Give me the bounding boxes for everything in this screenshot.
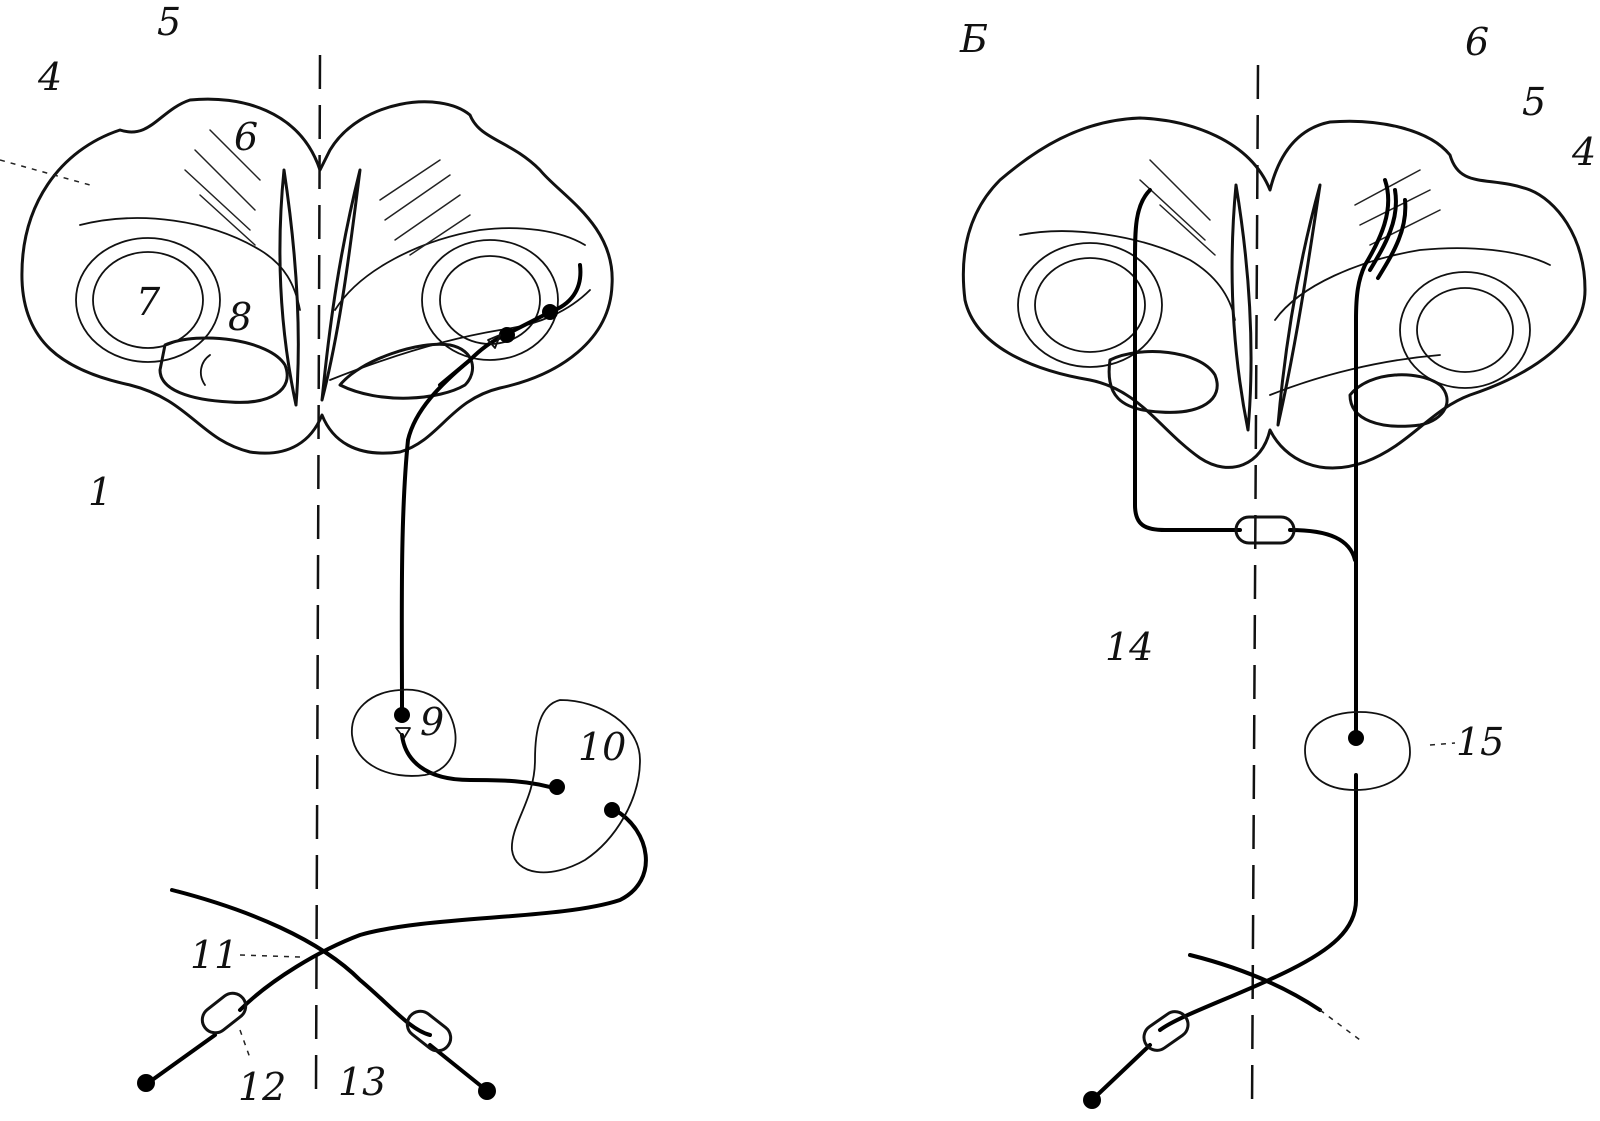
left-slit-a	[278, 168, 300, 407]
label-10: 10	[578, 725, 626, 769]
left-panel: 1 4 5 6 7 8 9 10 11 12 13	[0, 0, 648, 1109]
left-dot-10a	[549, 779, 565, 795]
left-lead-4	[0, 159, 91, 186]
right-lead-15	[1429, 742, 1456, 746]
right-ring-left-inner	[1034, 257, 1146, 353]
right-nerve-left-branch	[1133, 188, 1242, 532]
left-slit-b	[320, 168, 362, 402]
right-lobe-right	[1348, 373, 1449, 428]
right-lead-dots	[1319, 1009, 1361, 1041]
left-end-13	[478, 1082, 496, 1100]
label-6-left: 6	[234, 115, 258, 159]
left-stem-b	[428, 1043, 488, 1092]
left-ganglion-9	[351, 688, 457, 777]
left-lead-12	[239, 1029, 251, 1059]
left-terminal-9	[395, 727, 411, 739]
right-stem	[1090, 1043, 1152, 1102]
left-nerve-descend	[399, 358, 472, 712]
left-dot-a	[542, 304, 558, 320]
left-inner-contour-r	[334, 227, 586, 311]
left-ring-outer	[75, 237, 221, 363]
label-11: 11	[190, 933, 238, 977]
right-cross	[1188, 953, 1322, 1012]
right-ring-right-inner	[1416, 287, 1514, 373]
label-8: 8	[228, 295, 252, 339]
right-slit-a	[1230, 183, 1253, 432]
label-13: 13	[338, 1060, 386, 1104]
label-4-left: 4	[37, 55, 62, 99]
left-hatching-a	[184, 129, 261, 246]
right-dot-15	[1348, 730, 1364, 746]
left-lobe	[158, 336, 289, 404]
left-lobe-mark	[199, 354, 211, 386]
right-ring-outer-l	[421, 239, 559, 361]
right-panel: Б 6 5 4 14 15	[959, 17, 1596, 1111]
label-5-left: 5	[157, 0, 181, 44]
label-14: 14	[1105, 625, 1153, 669]
right-inner-contour-b	[1274, 247, 1551, 321]
left-sheath-13	[405, 1009, 453, 1053]
left-midline	[314, 54, 322, 1091]
right-sheath-mid	[1234, 515, 1296, 545]
right-ring-inner-l	[439, 255, 541, 345]
left-end-12	[137, 1074, 155, 1092]
left-ring-inner	[92, 251, 204, 349]
label-b-top: Б	[959, 17, 988, 61]
left-lower-contour	[329, 289, 591, 381]
left-dot-9	[394, 707, 410, 723]
label-9: 9	[420, 700, 444, 744]
label-15: 15	[1456, 720, 1504, 764]
right-slit-b	[1276, 183, 1322, 427]
right-sheath-low	[1142, 1010, 1190, 1052]
right-nerve-main	[1354, 178, 1391, 737]
label-5-right: 5	[1522, 80, 1546, 124]
left-inner-contour	[79, 217, 301, 311]
right-hatching-a	[1139, 159, 1216, 256]
right-end	[1083, 1091, 1101, 1109]
left-nerve-top	[438, 263, 583, 387]
left-nerve-10-out	[238, 808, 648, 1012]
right-nerve-lower	[1158, 773, 1358, 1032]
right-nerve-branch-3	[1376, 198, 1408, 280]
right-ring-right-outer	[1399, 271, 1531, 389]
left-terminal-a	[487, 334, 501, 349]
right-nerve-branch-2	[1368, 188, 1398, 272]
left-lead-11	[239, 954, 301, 958]
label-6-right: 6	[1465, 20, 1489, 64]
right-brain-outline	[961, 116, 1587, 470]
label-4-right: 4	[1571, 130, 1596, 174]
right-inner-contour-a	[1019, 230, 1236, 321]
left-ganglion-10	[511, 699, 641, 874]
right-ring-left-outer	[1017, 242, 1163, 368]
right-lower-contour	[1269, 354, 1441, 396]
left-dot-b	[499, 327, 515, 343]
left-sheath-12	[200, 991, 248, 1035]
left-stem-a	[146, 1033, 217, 1085]
right-nerve-to-right	[1288, 528, 1357, 562]
left-dot-10b	[604, 802, 620, 818]
label-1: 1	[88, 470, 112, 514]
right-midline	[1250, 64, 1260, 1111]
left-brain-outline	[20, 97, 614, 455]
label-7: 7	[136, 280, 161, 324]
right-lobe-l	[338, 342, 474, 400]
right-ganglion-15	[1304, 711, 1411, 791]
right-lobe-left	[1107, 350, 1219, 414]
label-12: 12	[238, 1065, 286, 1109]
left-hatching-b	[379, 159, 471, 256]
